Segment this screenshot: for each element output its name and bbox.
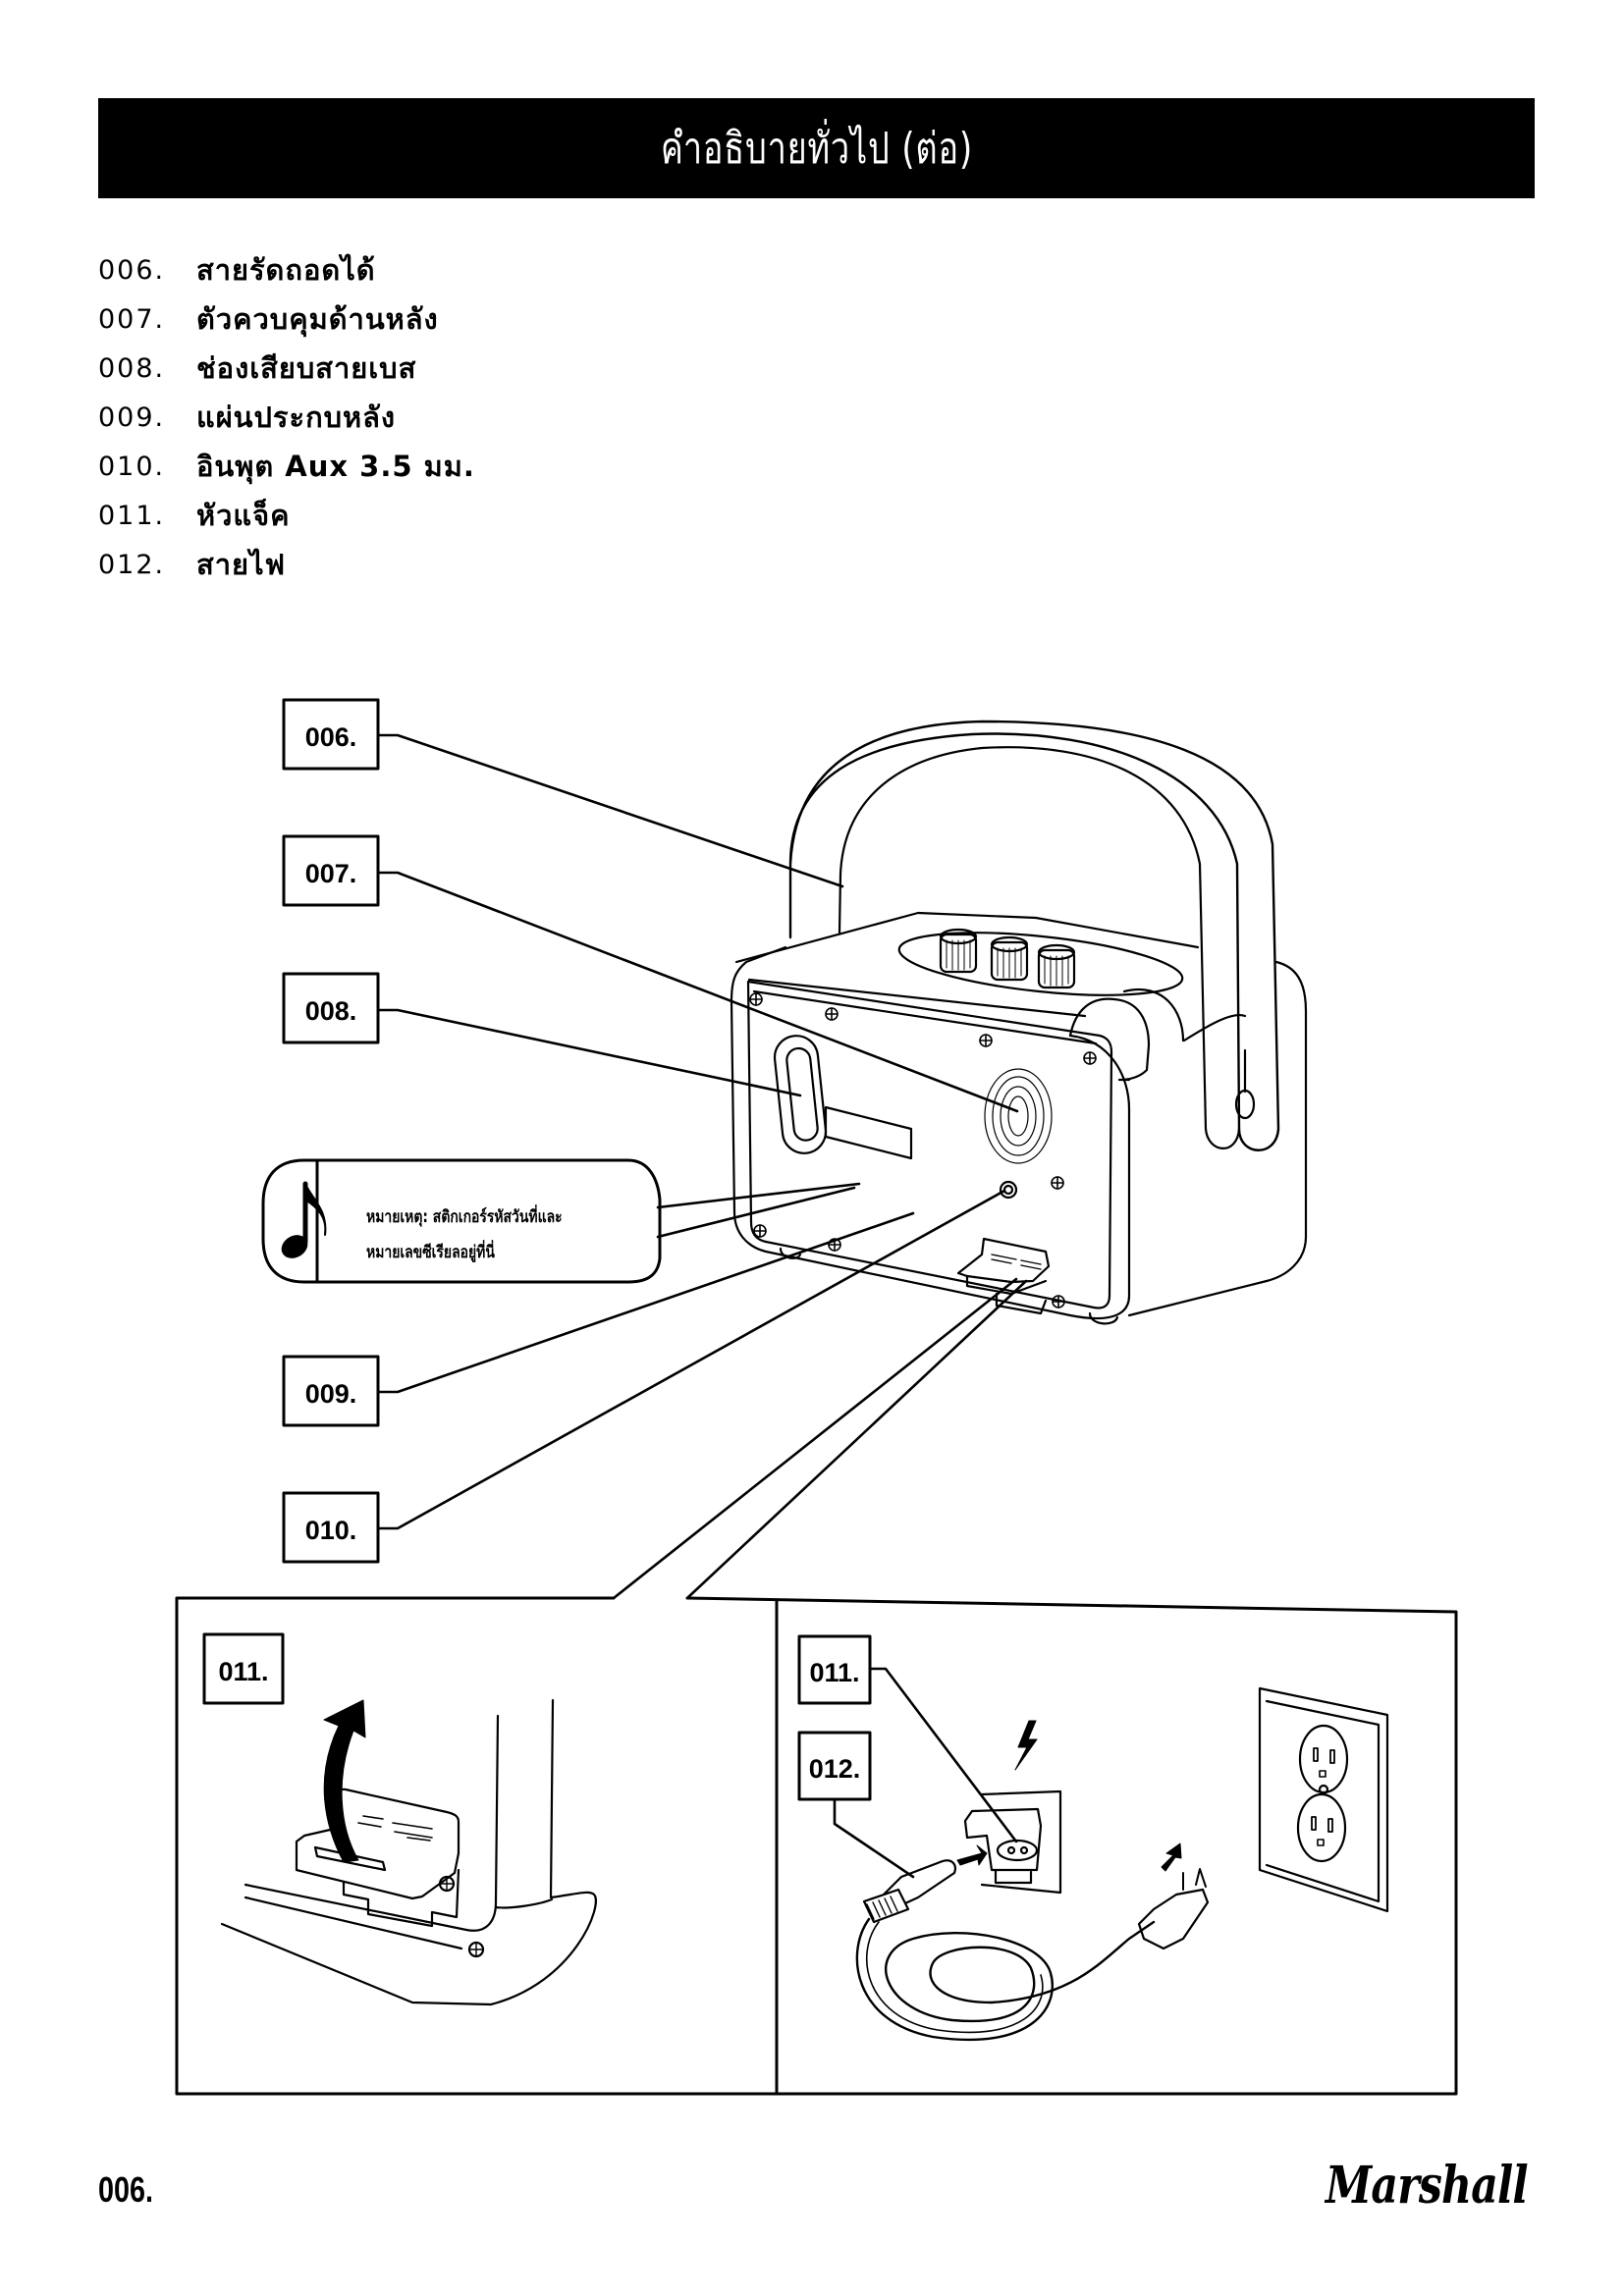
callout-label: 011.: [218, 1657, 268, 1686]
marshall-logo: Marshall: [1326, 2156, 1529, 2216]
strap-handle: [788, 720, 1280, 1151]
detail-panels-frame: [175, 1596, 1458, 2096]
part-name: อินพุต Aux 3.5 มม.: [196, 450, 475, 483]
aux-input-jack: [999, 1180, 1018, 1200]
note-bubble: [261, 1158, 662, 1284]
part-number: 008.: [98, 352, 166, 384]
part-name: สายรัดถอดได้: [196, 253, 376, 287]
parts-list: 006. สายรัดถอดได้ 007. ตัวควบคุมด้านหลัง…: [98, 245, 475, 589]
part-number: 012.: [98, 549, 166, 580]
note-line-1: หมายเหตุ: สติกเกอร์รหัสวันที่และ: [366, 1207, 563, 1227]
wall-plug: [1137, 1888, 1210, 1950]
part-number: 007.: [98, 303, 166, 335]
part-number: 010.: [98, 451, 166, 482]
music-note-icon: [281, 1181, 327, 1258]
note-text: หมายเหตุ: สติกเกอร์รหัสวันที่และ หมายเลข…: [366, 1200, 563, 1270]
callout-label: 010.: [305, 1516, 357, 1545]
list-item: 008. ช่องเสียบสายเบส: [98, 344, 475, 393]
list-item: 011. หัวแจ็ค: [98, 491, 475, 540]
list-item: 006. สายรัดถอดได้: [98, 245, 475, 294]
part-number: 009.: [98, 401, 166, 433]
speaker-illustration: [730, 720, 1308, 1325]
callout-008: 008.: [282, 972, 380, 1044]
callout-010: 010.: [282, 1491, 380, 1564]
part-number: 006.: [98, 254, 166, 286]
insert-arrow-icon: [1161, 1842, 1182, 1872]
callout-label: 012.: [809, 1754, 861, 1784]
part-name: แผ่นประกบหลัง: [196, 400, 397, 434]
callout-label: 007.: [305, 859, 357, 888]
callout-label: 011.: [809, 1658, 859, 1687]
part-name: สายไฟ: [196, 548, 287, 581]
list-item: 009. แผ่นประกบหลัง: [98, 393, 475, 442]
page-title-bar: คำอธิบายทั่วไป (ต่อ): [98, 98, 1535, 198]
speaker-grille: [984, 1068, 1053, 1164]
lift-arrow-icon: [323, 1699, 366, 1863]
power-socket: [996, 1839, 1039, 1862]
jack-cover-open: [295, 1788, 460, 1900]
callout-label: 009.: [305, 1379, 357, 1409]
page-title: คำอธิบายทั่วไป (ต่อ): [660, 124, 973, 174]
callout-label: 008.: [305, 996, 357, 1026]
callout-label: 006.: [305, 722, 357, 752]
power-cord: [855, 1917, 1156, 2042]
list-item: 012. สายไฟ: [98, 540, 475, 589]
callout-009: 009.: [282, 1355, 380, 1427]
insert-arrow-icon: [956, 1844, 988, 1866]
bass-port: [773, 1035, 828, 1154]
part-name: หัวแจ็ค: [196, 499, 291, 532]
list-item: 010. อินพุต Aux 3.5 มม.: [98, 442, 475, 491]
part-name: ช่องเสียบสายเบส: [196, 351, 417, 385]
part-number: 011.: [98, 500, 166, 531]
rear-control-knobs: [939, 928, 1076, 989]
callout-007: 007.: [282, 834, 380, 907]
list-item: 007. ตัวควบคุมด้านหลัง: [98, 294, 475, 344]
power-jack-cover: [956, 1237, 1051, 1284]
part-name: ตัวควบคุมด้านหลัง: [196, 302, 439, 336]
callout-006: 006.: [282, 698, 380, 771]
note-line-2: หมายเลขซีเรียลอยู่ที่นี่: [366, 1243, 495, 1262]
detail-jack-cover: 011.: [202, 1632, 597, 2006]
page-number: 006.: [98, 2169, 154, 2210]
panel-screws: [749, 992, 1097, 1308]
wall-outlet: [1258, 1686, 1389, 1913]
detail-power-connection: 011. 012.: [797, 1634, 1389, 2042]
lightning-bolt-icon: [1014, 1720, 1038, 1771]
